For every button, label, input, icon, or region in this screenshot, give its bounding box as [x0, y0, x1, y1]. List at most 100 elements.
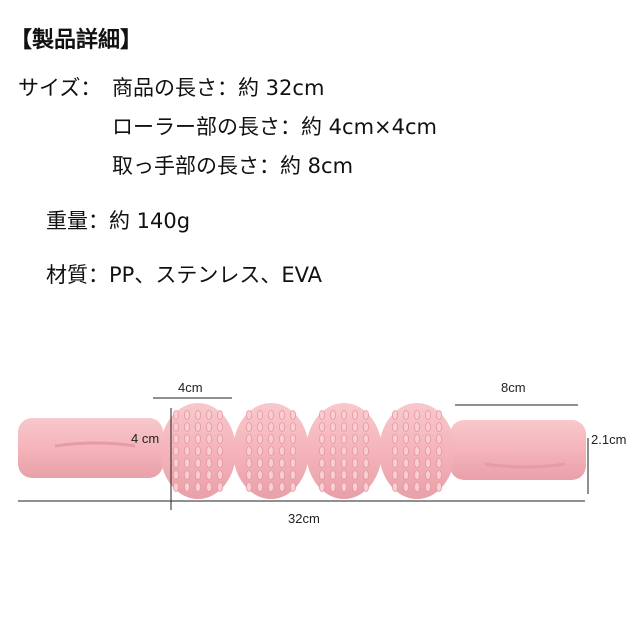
nub — [362, 434, 369, 444]
nub — [183, 446, 190, 456]
nub — [391, 422, 398, 432]
nub — [402, 446, 409, 456]
nub — [340, 446, 347, 456]
nub — [183, 410, 190, 420]
nub — [318, 470, 325, 480]
nub — [402, 434, 409, 444]
nub — [340, 470, 347, 480]
dimension-lines — [18, 397, 589, 510]
ball-nubs — [172, 410, 442, 492]
nub — [391, 410, 398, 420]
nub — [278, 422, 285, 432]
nub — [172, 470, 179, 480]
handle-diameter-label: 2.1cm — [591, 432, 627, 447]
nub — [391, 470, 398, 480]
nub — [424, 458, 431, 468]
ball-height-label: 4 cm — [131, 431, 160, 446]
nub — [329, 434, 336, 444]
nub — [172, 446, 179, 456]
nub — [413, 458, 420, 468]
nub — [267, 446, 274, 456]
nub — [329, 470, 336, 480]
nub — [278, 458, 285, 468]
nub — [205, 446, 212, 456]
nub — [289, 422, 296, 432]
nub — [183, 422, 190, 432]
nub — [424, 482, 431, 492]
spec-material: 材質：PP、ステンレス、EVA — [46, 263, 322, 287]
nub — [402, 422, 409, 432]
nub — [245, 482, 252, 492]
nub — [256, 422, 263, 432]
nub — [435, 446, 442, 456]
nub — [245, 410, 252, 420]
nub — [245, 434, 252, 444]
section-title: 【製品詳細】 — [10, 28, 143, 53]
nub — [413, 410, 420, 420]
nub — [245, 470, 252, 480]
nub — [205, 422, 212, 432]
nub — [183, 482, 190, 492]
nub — [329, 482, 336, 492]
nub — [205, 434, 212, 444]
nub — [329, 422, 336, 432]
nub — [245, 458, 252, 468]
nub — [216, 434, 223, 444]
nub — [318, 434, 325, 444]
nub — [216, 482, 223, 492]
nub — [351, 482, 358, 492]
nub — [267, 422, 274, 432]
nub — [183, 458, 190, 468]
nub — [289, 482, 296, 492]
nub — [413, 482, 420, 492]
nub — [413, 434, 420, 444]
nub — [194, 470, 201, 480]
nub — [402, 458, 409, 468]
nub — [267, 482, 274, 492]
nub — [267, 434, 274, 444]
nub — [245, 422, 252, 432]
nub — [194, 422, 201, 432]
total-length-label: 32cm — [288, 511, 320, 526]
nub — [318, 410, 325, 420]
nub — [205, 410, 212, 420]
nub — [216, 422, 223, 432]
nub — [318, 482, 325, 492]
nub — [435, 410, 442, 420]
nub — [278, 434, 285, 444]
nub — [362, 422, 369, 432]
nub — [216, 470, 223, 480]
nub — [289, 446, 296, 456]
nub — [194, 434, 201, 444]
nub — [256, 410, 263, 420]
size-label: サイズ： — [18, 76, 102, 100]
spec-weight: 重量：約 140g — [46, 209, 191, 233]
nub — [172, 434, 179, 444]
nub — [340, 482, 347, 492]
nub — [362, 470, 369, 480]
nub — [289, 470, 296, 480]
nub — [172, 410, 179, 420]
nub — [318, 422, 325, 432]
nub — [205, 458, 212, 468]
nub — [183, 434, 190, 444]
nub — [351, 410, 358, 420]
nub — [351, 446, 358, 456]
massage-balls: // decorative nubs — [160, 403, 455, 499]
nub — [362, 482, 369, 492]
spec-roller-length: ローラー部の長さ：約 4cm×4cm — [112, 115, 437, 139]
nub — [340, 458, 347, 468]
nub — [256, 446, 263, 456]
nub — [413, 422, 420, 432]
left-handle — [18, 418, 163, 478]
nub — [278, 470, 285, 480]
nub — [340, 422, 347, 432]
nub — [194, 446, 201, 456]
nub — [351, 470, 358, 480]
nub — [391, 434, 398, 444]
nub — [402, 410, 409, 420]
nub — [289, 458, 296, 468]
nub — [278, 482, 285, 492]
nub — [362, 458, 369, 468]
